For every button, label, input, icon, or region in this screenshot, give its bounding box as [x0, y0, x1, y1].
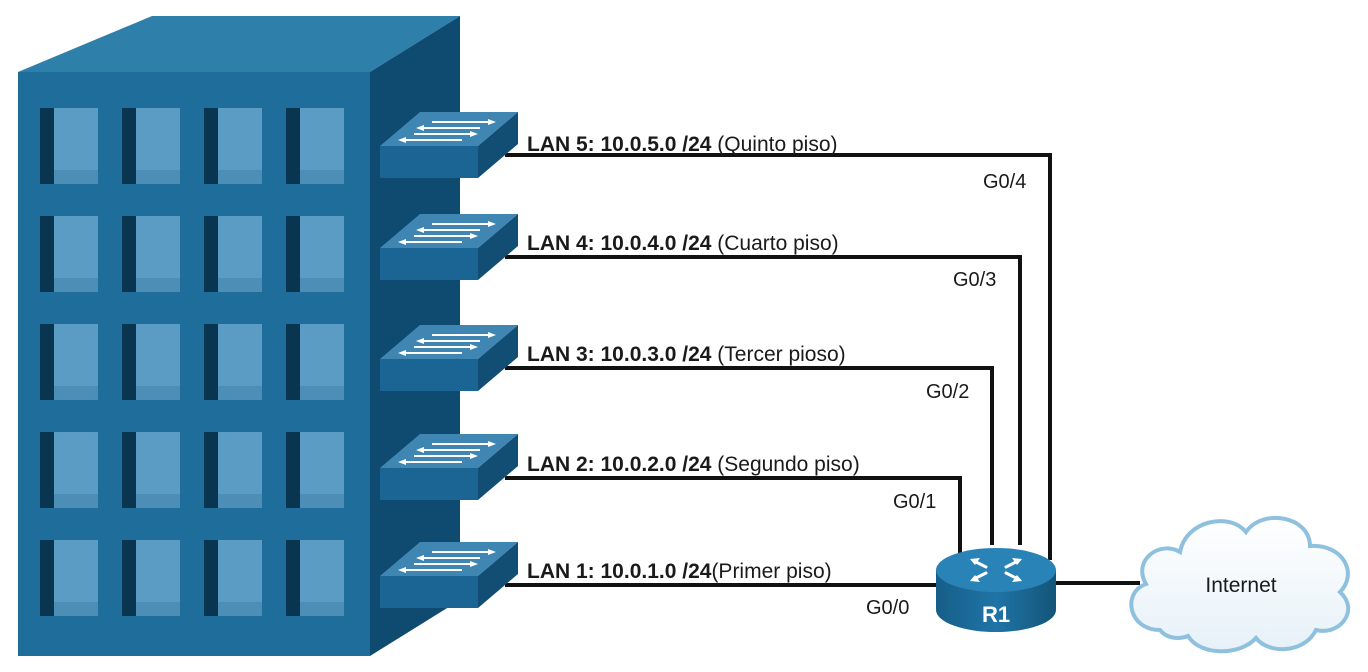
window	[40, 216, 98, 292]
port-labels: G0/4 G0/3 G0/2 G0/1 G0/0	[866, 171, 1026, 619]
window	[286, 216, 344, 292]
window	[204, 540, 262, 616]
switches	[380, 112, 518, 608]
building-top	[18, 16, 460, 72]
cloud-label: Internet	[1205, 574, 1276, 597]
switch-arrows-icon	[398, 332, 496, 356]
lan3-label: LAN 3: 10.0.3.0 /24 (Tercer pioso)	[527, 343, 846, 366]
window	[122, 540, 180, 616]
switch-lan5[interactable]	[380, 112, 518, 178]
office-building	[18, 16, 460, 656]
window	[204, 432, 262, 508]
window	[204, 108, 262, 184]
switch-lan1[interactable]	[380, 542, 518, 608]
lan-labels: LAN 5: 10.0.5.0 /24 (Quinto piso) LAN 4:…	[527, 133, 860, 583]
window	[286, 324, 344, 400]
window	[122, 108, 180, 184]
router-r1[interactable]: R1	[936, 548, 1056, 632]
lan1-label: LAN 1: 10.0.1.0 /24(Primer piso)	[527, 560, 832, 583]
router-top	[936, 548, 1056, 592]
link-lan4	[505, 255, 1022, 545]
link-lan2	[505, 476, 962, 560]
port-g0-0: G0/0	[866, 597, 909, 619]
port-g0-1: G0/1	[893, 491, 936, 513]
switch-lan2[interactable]	[380, 434, 518, 500]
lan5-label: LAN 5: 10.0.5.0 /24 (Quinto piso)	[527, 133, 838, 156]
window	[40, 108, 98, 184]
port-g0-3: G0/3	[953, 269, 996, 291]
port-g0-2: G0/2	[926, 381, 969, 403]
port-g0-4: G0/4	[983, 171, 1026, 193]
window	[204, 216, 262, 292]
internet-cloud[interactable]: Internet	[1129, 516, 1351, 654]
window	[286, 432, 344, 508]
switch-arrows-icon	[398, 441, 496, 465]
window	[122, 432, 180, 508]
switch-arrows-icon	[398, 549, 496, 573]
link-lan5	[505, 153, 1052, 560]
window	[40, 324, 98, 400]
window	[286, 108, 344, 184]
router-label: R1	[982, 602, 1010, 627]
switch-lan4[interactable]	[380, 214, 518, 280]
switch-lan3[interactable]	[380, 325, 518, 391]
window	[40, 540, 98, 616]
window	[286, 540, 344, 616]
window	[122, 324, 180, 400]
link-lan3	[505, 366, 994, 545]
window	[204, 324, 262, 400]
window	[40, 432, 98, 508]
lan4-label: LAN 4: 10.0.4.0 /24 (Cuarto piso)	[527, 232, 839, 255]
cloud-icon	[1129, 516, 1351, 654]
switch-arrows-icon	[398, 221, 496, 245]
building-windows	[40, 108, 344, 616]
switch-arrows-icon	[398, 119, 496, 143]
router-arrows-icon	[970, 558, 1022, 582]
window	[122, 216, 180, 292]
links	[505, 153, 1140, 587]
lan2-label: LAN 2: 10.0.2.0 /24 (Segundo piso)	[527, 453, 860, 476]
